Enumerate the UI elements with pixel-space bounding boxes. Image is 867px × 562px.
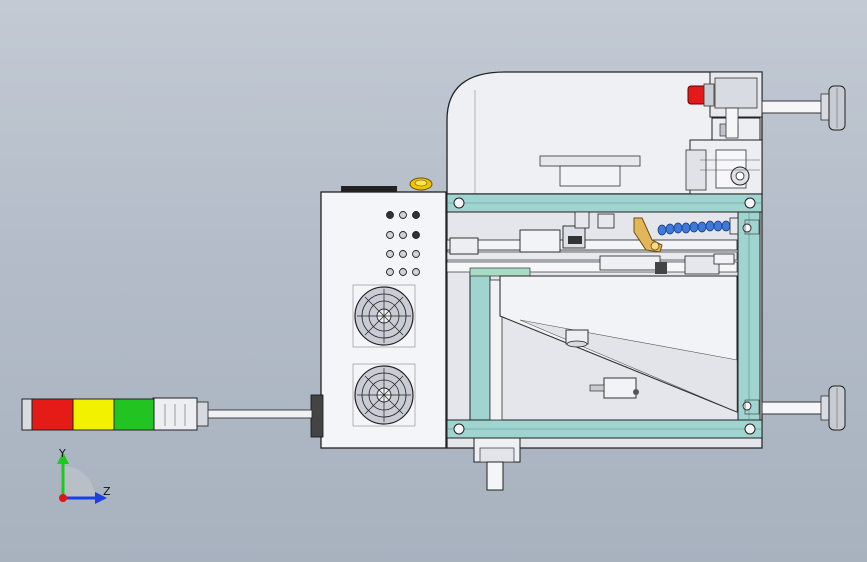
leveling-foot-icon[interactable] <box>761 385 846 431</box>
top-mechanism[interactable] <box>539 71 763 195</box>
emergency-stop-icon[interactable] <box>687 83 715 107</box>
rear-cover-plate[interactable] <box>446 71 763 195</box>
signal-tower-icon[interactable] <box>21 397 313 431</box>
z-axis-label: Z <box>103 485 111 498</box>
bottom-cylinder[interactable] <box>473 437 521 491</box>
selector-knob-icon[interactable] <box>409 177 433 191</box>
fan-icon[interactable] <box>352 284 416 348</box>
leveling-foot-icon[interactable] <box>761 85 846 131</box>
fan-icon[interactable] <box>352 363 416 427</box>
indicator-buttons[interactable] <box>386 211 420 276</box>
control-box[interactable] <box>310 177 447 449</box>
y-axis-label: Y <box>58 447 66 460</box>
internal-mechanism[interactable] <box>446 211 739 413</box>
axis-triad: Y Z <box>57 447 111 504</box>
